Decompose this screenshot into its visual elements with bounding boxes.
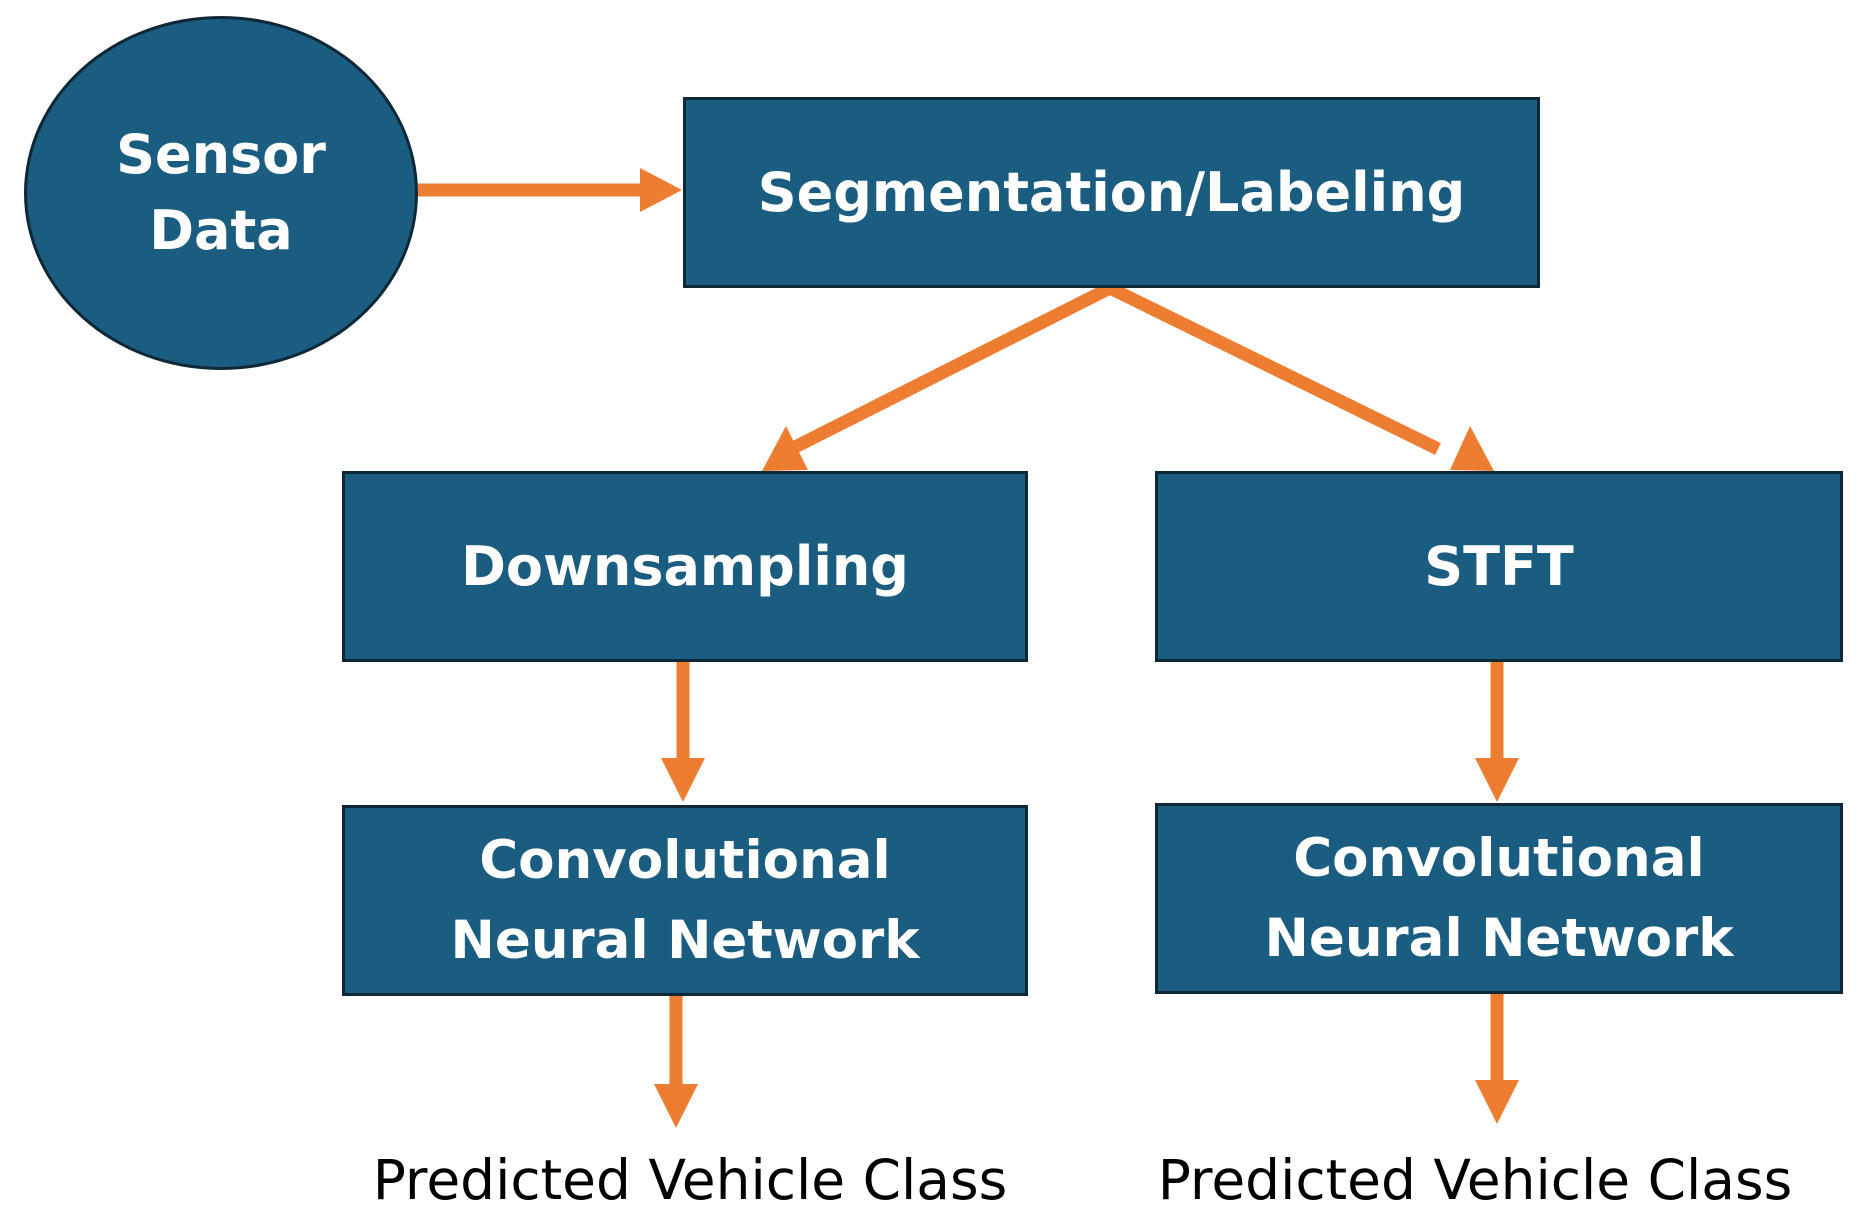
arrow-segmentation-to-stft bbox=[1107, 282, 1441, 455]
downsampling-label: Downsampling bbox=[461, 535, 909, 598]
arrowhead-sensor-to-segmentation bbox=[640, 168, 682, 212]
arrow-segmentation-to-downsampling bbox=[788, 282, 1113, 455]
arrowhead-segmentation-to-downsampling bbox=[762, 426, 808, 471]
output-right-label: Predicted Vehicle Class bbox=[1157, 1148, 1793, 1212]
arrowhead-downsampling-to-cnn-left bbox=[661, 758, 705, 802]
stft-label: STFT bbox=[1424, 535, 1574, 598]
downsampling-node: Downsampling bbox=[342, 471, 1028, 662]
output-left-label: Predicted Vehicle Class bbox=[372, 1148, 1008, 1212]
arrowhead-segmentation-to-stft bbox=[1450, 426, 1494, 471]
arrowhead-cnn-right-to-output bbox=[1475, 1080, 1519, 1124]
cnn-right-node: Convolutional Neural Network bbox=[1155, 803, 1843, 994]
sensor-data-node: Sensor Data bbox=[24, 16, 418, 370]
sensor-data-label: Sensor Data bbox=[116, 123, 326, 262]
arrowhead-stft-to-cnn-right bbox=[1475, 758, 1519, 802]
segmentation-labeling-label: Segmentation/Labeling bbox=[757, 161, 1466, 224]
arrowhead-cnn-left-to-output bbox=[654, 1084, 698, 1128]
stft-node: STFT bbox=[1155, 471, 1843, 662]
cnn-left-node: Convolutional Neural Network bbox=[342, 805, 1028, 996]
cnn-left-label: Convolutional Neural Network bbox=[450, 830, 920, 971]
cnn-right-label: Convolutional Neural Network bbox=[1264, 828, 1734, 969]
segmentation-labeling-node: Segmentation/Labeling bbox=[683, 97, 1540, 288]
